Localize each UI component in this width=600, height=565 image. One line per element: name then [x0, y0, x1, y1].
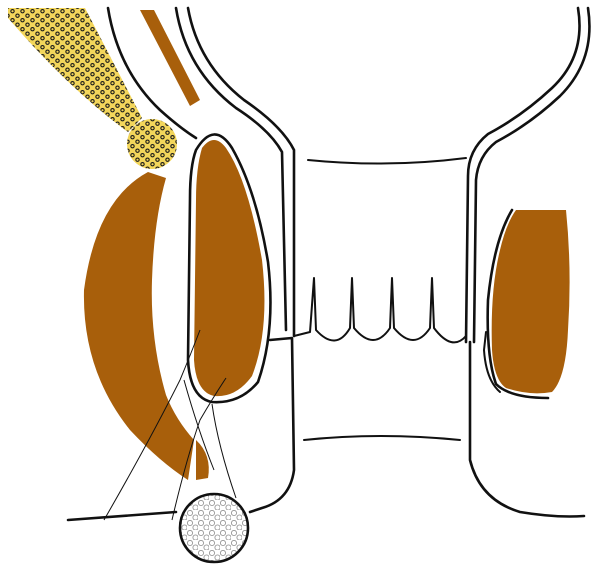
left-inner-muscle	[194, 140, 264, 396]
rectal-top-curve	[308, 158, 466, 164]
patterned-band	[8, 8, 142, 132]
bottom-node	[180, 494, 248, 562]
right-muscle	[492, 210, 570, 393]
lower-anal-line	[304, 436, 460, 440]
patterned-nodule	[127, 119, 177, 169]
skin-baseline-left	[68, 512, 176, 520]
left-canal-wall	[250, 338, 294, 512]
left-muscle-tail	[196, 440, 209, 480]
left-outer-muscle	[84, 172, 194, 480]
fibrous-line-3	[212, 404, 236, 498]
anal-columns	[294, 278, 466, 342]
